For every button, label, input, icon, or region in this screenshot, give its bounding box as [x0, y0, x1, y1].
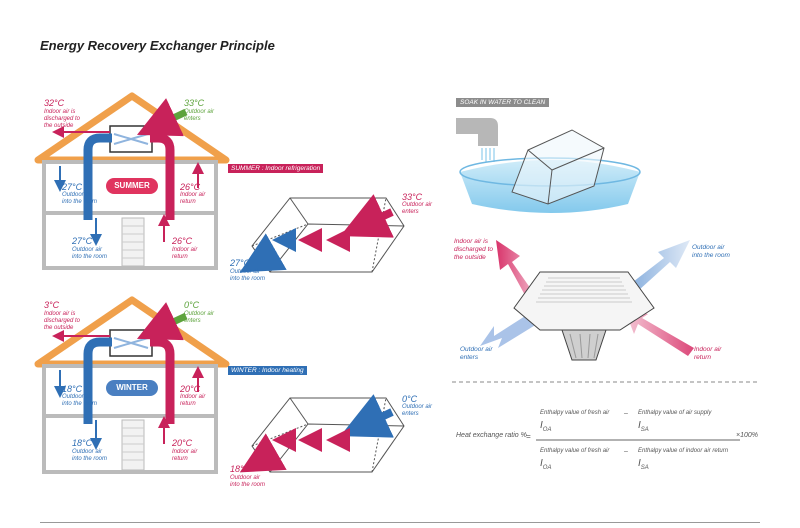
formula-times-100: ×100%	[736, 432, 758, 439]
formula-num-b-symbol: ISA	[638, 420, 649, 433]
winter-right-upper-temp: 20°C	[180, 384, 201, 394]
summer-left-upper-temp: 27°C	[62, 182, 83, 192]
formula-den-b-text: Enthalpy value of indoor air return	[638, 448, 729, 454]
summer-discharge-temp: 32°C	[44, 98, 65, 108]
winter-badge: WINTER : Indoor heating	[228, 366, 307, 375]
soak-illustration	[456, 118, 641, 213]
winter-core	[251, 397, 405, 473]
summer-mode-pill: SUMMER	[106, 178, 158, 194]
summer-right-upper-temp: 26°C	[180, 182, 201, 192]
winter-enter-temp: 0°C	[184, 300, 200, 310]
formula-num-b-text: Enthalpy value of air supply	[638, 410, 712, 416]
winter-left-lower-temp: 18°C	[72, 438, 93, 448]
formula-num-a-text: Enthalpy value of fresh air	[540, 410, 610, 416]
formula-num-a-symbol: IOA	[540, 420, 552, 433]
bottom-rule	[40, 522, 760, 523]
formula-num-minus: –	[624, 410, 628, 417]
winter-core-flow	[239, 394, 394, 473]
summer-enter-temp: 33°C	[184, 98, 205, 108]
formula-den-b-symbol: ISA	[638, 458, 649, 471]
winter-house	[34, 296, 230, 474]
summer-core-in-temp: 33°C	[402, 192, 423, 202]
flow-diagram	[480, 240, 694, 361]
winter-left-upper-temp: 18°C	[62, 384, 83, 394]
summer-right-lower-temp: 26°C	[172, 236, 193, 246]
formula-den-a-symbol: IOA	[540, 458, 552, 471]
winter-core-in-temp: 0°C	[402, 394, 418, 404]
formula-den-minus: –	[624, 448, 628, 455]
winter-right-lower-temp: 20°C	[172, 438, 193, 448]
summer-badge: SUMMER : Indoor refrigeration	[228, 164, 324, 173]
winter-discharge-temp: 3°C	[44, 300, 60, 310]
summer-core-out-temp: 27°C	[230, 258, 251, 268]
formula-den-a-text: Enthalpy value of fresh air	[540, 448, 610, 454]
soak-badge: SOAK IN WATER TO CLEAN	[456, 98, 550, 107]
summer-core	[251, 197, 405, 273]
summer-left-lower-temp: 27°C	[72, 236, 93, 246]
summer-core-flow	[239, 194, 394, 273]
summer-house	[34, 92, 230, 270]
winter-core-out-temp: 18°C	[230, 464, 251, 474]
formula-equals: =	[526, 432, 531, 441]
page-title: Energy Recovery Exchanger Principle	[40, 38, 275, 53]
winter-mode-pill: WINTER	[106, 380, 158, 396]
formula-label: Heat exchange ratio %	[456, 432, 527, 439]
